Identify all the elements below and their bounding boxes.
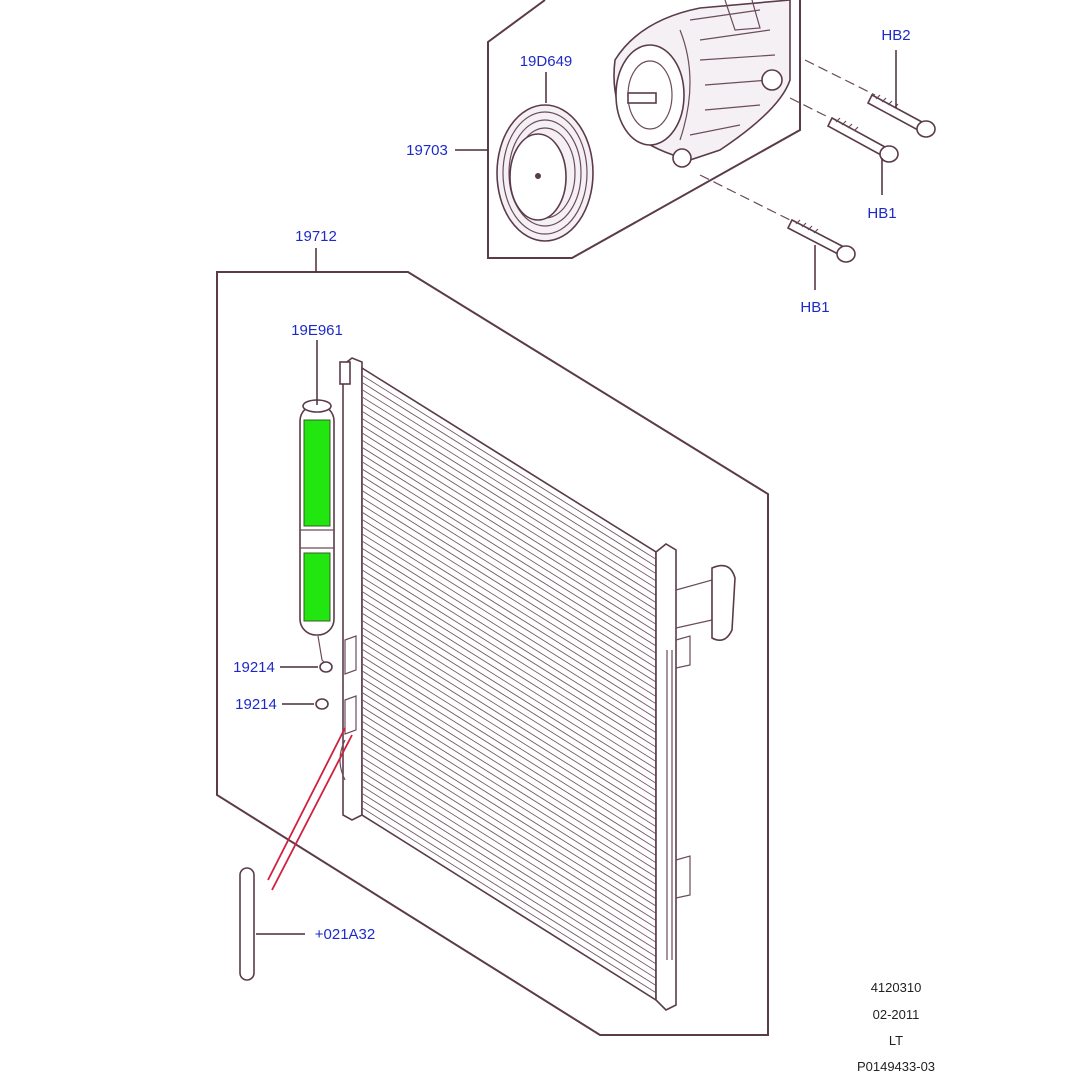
condenser-fin-line bbox=[361, 656, 657, 842]
plug-bottom[interactable] bbox=[315, 698, 329, 710]
condenser-fin-line bbox=[361, 497, 657, 683]
condenser-fin-line bbox=[361, 699, 657, 885]
clip-pin[interactable] bbox=[239, 867, 255, 981]
condenser-fin-line bbox=[361, 706, 657, 892]
condenser-core[interactable] bbox=[339, 357, 736, 1011]
drawing-date: 02-2011 bbox=[873, 1007, 920, 1022]
drawing-reference: 4120310 02-2011 LT P0149433-03 bbox=[857, 980, 935, 1074]
red-pointer bbox=[267, 727, 353, 891]
condenser-fin-line bbox=[361, 800, 657, 986]
condenser-fin-line bbox=[361, 446, 657, 632]
condenser-fin-line bbox=[361, 533, 657, 719]
callout-19d649[interactable]: 19D649 bbox=[520, 53, 573, 70]
condenser-fin-line bbox=[361, 461, 657, 647]
callout-hb1-lower[interactable]: HB1 bbox=[800, 299, 829, 316]
condenser-fin-line bbox=[361, 576, 657, 762]
bolt-hb2[interactable] bbox=[866, 93, 936, 138]
condenser-fin-line bbox=[361, 735, 657, 921]
condenser-fin-line bbox=[361, 547, 657, 734]
callout-19214-bottom[interactable]: 19214 bbox=[235, 696, 277, 713]
condenser-fin-line bbox=[361, 519, 657, 705]
condenser-fins bbox=[361, 374, 657, 994]
condenser-fin-line bbox=[361, 569, 657, 755]
condenser-group: 19712 bbox=[216, 228, 769, 1036]
drier-highlight-lower bbox=[303, 552, 331, 622]
callout-021a32[interactable]: +021A32 bbox=[315, 926, 375, 943]
drawing-part-reference: P0149433-03 bbox=[857, 1059, 935, 1074]
condenser-fin-line bbox=[361, 641, 657, 827]
condenser-fin-line bbox=[361, 439, 657, 625]
callout-hb2[interactable]: HB2 bbox=[881, 27, 910, 44]
callout-hb1-middle[interactable]: HB1 bbox=[867, 205, 896, 222]
condenser-fin-line bbox=[361, 713, 657, 900]
condenser-group-outline bbox=[216, 271, 769, 1036]
condenser-fin-line bbox=[361, 490, 657, 676]
condenser-fin-line bbox=[361, 418, 657, 603]
condenser-fin-line bbox=[361, 764, 657, 950]
condenser-fin-line bbox=[361, 396, 657, 582]
condenser-fin-line bbox=[361, 382, 657, 567]
condenser-fin-line bbox=[361, 605, 657, 791]
bolt-hb1-middle[interactable] bbox=[826, 116, 899, 163]
condenser-fin-line bbox=[361, 598, 657, 784]
condenser-fin-line bbox=[361, 648, 657, 835]
condenser-fin-line bbox=[361, 612, 657, 799]
condenser-fin-line bbox=[361, 728, 657, 914]
condenser-fin-line bbox=[361, 785, 657, 972]
condenser-fin-line bbox=[361, 634, 657, 820]
condenser-fin-line bbox=[361, 403, 657, 589]
compressor-group: 19D649 19703 HB2 HB1 HB1 bbox=[406, 0, 936, 316]
condenser-fin-line bbox=[361, 562, 657, 748]
condenser-fin-line bbox=[361, 807, 657, 994]
callout-19712[interactable]: 19712 bbox=[295, 228, 337, 245]
condenser-fin-line bbox=[361, 468, 657, 654]
pulley[interactable] bbox=[496, 104, 594, 242]
condenser-fin-line bbox=[361, 692, 657, 878]
drawing-vehicle-code: LT bbox=[889, 1033, 903, 1048]
condenser-fin-line bbox=[361, 771, 657, 958]
condenser-fin-line bbox=[361, 504, 657, 690]
condenser-fin-line bbox=[361, 410, 657, 596]
drawing-number: 4120310 bbox=[871, 980, 922, 995]
condenser-fin-line bbox=[361, 619, 657, 806]
condenser-fin-line bbox=[361, 583, 657, 770]
compressor-group-outline bbox=[487, 0, 801, 259]
condenser-fin-line bbox=[361, 684, 657, 871]
condenser-fin-line bbox=[361, 482, 657, 668]
condenser-fin-line bbox=[361, 663, 657, 849]
callout-19e961[interactable]: 19E961 bbox=[291, 322, 343, 339]
condenser-fin-line bbox=[361, 475, 657, 661]
condenser-fin-line bbox=[361, 540, 657, 726]
plug-top[interactable] bbox=[319, 661, 333, 673]
condenser-fin-line bbox=[361, 756, 657, 943]
compressor[interactable] bbox=[613, 0, 791, 168]
callout-19703[interactable]: 19703 bbox=[406, 142, 448, 159]
condenser-fin-line bbox=[361, 511, 657, 697]
bolt-hb1-lower[interactable] bbox=[786, 218, 856, 263]
condenser-fin-line bbox=[361, 374, 657, 560]
condenser-fin-line bbox=[361, 670, 657, 856]
receiver-drier[interactable] bbox=[299, 399, 335, 669]
condenser-fin-line bbox=[361, 425, 657, 611]
condenser-fin-line bbox=[361, 627, 657, 813]
condenser-fin-line bbox=[361, 389, 657, 575]
drier-highlight-upper bbox=[303, 419, 331, 527]
condenser-fin-line bbox=[361, 720, 657, 907]
condenser-fin-line bbox=[361, 591, 657, 777]
condenser-fin-line bbox=[361, 792, 657, 979]
condenser-fin-line bbox=[361, 526, 657, 712]
condenser-fin-line bbox=[361, 742, 657, 929]
callout-19214-top[interactable]: 19214 bbox=[233, 659, 275, 676]
condenser-fin-line bbox=[361, 749, 657, 936]
condenser-fin-line bbox=[361, 677, 657, 864]
condenser-fin-line bbox=[361, 555, 657, 741]
condenser-fin-line bbox=[361, 454, 657, 640]
condenser-fin-line bbox=[361, 778, 657, 965]
condenser-fin-line bbox=[361, 432, 657, 618]
